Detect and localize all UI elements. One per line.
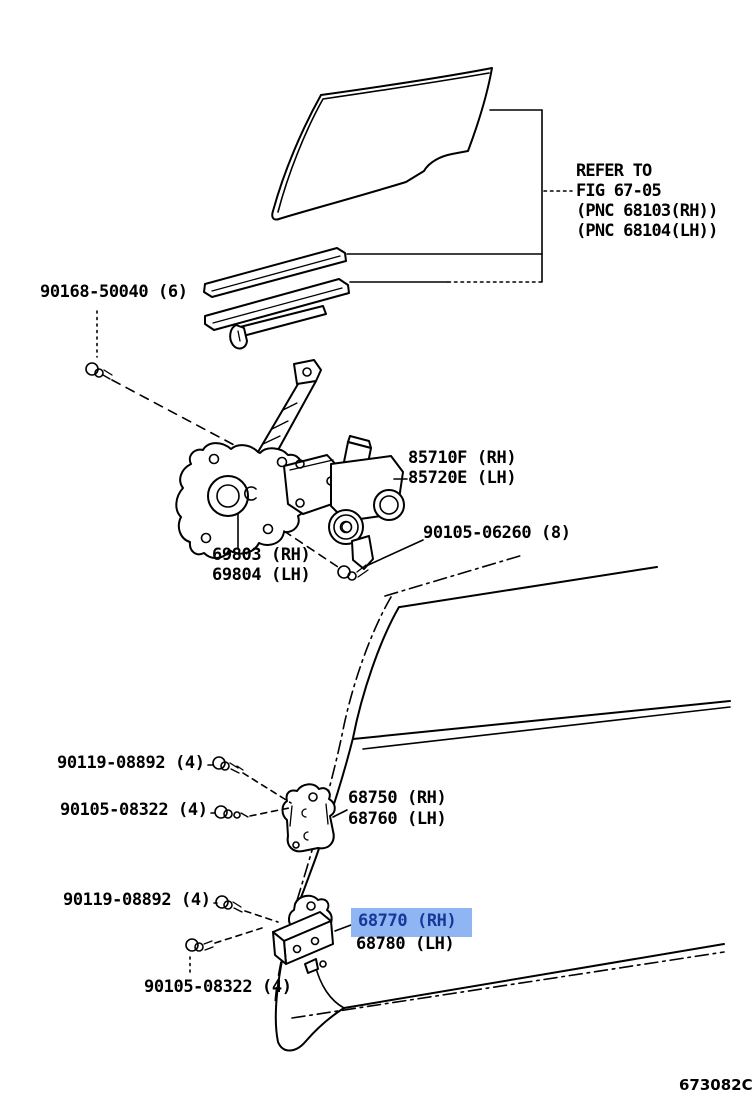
part-label-85710F[interactable]: 85710F (RH) — [408, 448, 517, 468]
bolt-icon-upper-a — [207, 756, 292, 804]
part-label-69803[interactable]: 69803 (RH) — [212, 545, 311, 565]
part-label-68770-highlight — [351, 908, 472, 937]
window-motor-drawing — [328, 435, 408, 570]
window-regulator-drawing — [175, 359, 344, 559]
diagram-code: 673082C — [679, 1076, 753, 1094]
refer-note: REFER TO FIG 67-05 (PNC 68103(RH)) (PNC … — [576, 161, 718, 241]
bolt-icon-lower-b — [185, 927, 263, 977]
glass-run-strips-drawing — [203, 247, 350, 350]
part-label-90105-06260[interactable]: 90105-06260 (8) — [423, 523, 571, 543]
bolt-icon-upper-b — [210, 805, 290, 819]
part-label-90105-08322-lower[interactable]: 90105-08322 (4) — [144, 977, 292, 997]
part-label-68780[interactable]: 68780 (LH) — [356, 934, 455, 954]
part-label-85720E[interactable]: 85720E (LH) — [408, 468, 517, 488]
lower-hinge-drawing — [272, 894, 352, 974]
part-label-90119-08892-upper[interactable]: 90119-08892 (4) — [57, 753, 205, 773]
upper-hinge-drawing — [281, 783, 348, 853]
part-label-90168-50040[interactable]: 90168-50040 (6) — [40, 282, 188, 302]
door-glass-drawing — [271, 67, 493, 221]
refer-note-line3: (PNC 68103(RH)) — [576, 201, 718, 221]
part-label-68750[interactable]: 68750 (RH) — [348, 788, 447, 808]
refer-note-line1: REFER TO — [576, 161, 652, 181]
part-label-90119-08892-lower[interactable]: 90119-08892 (4) — [63, 890, 211, 910]
part-label-69804[interactable]: 69804 (LH) — [212, 565, 311, 585]
refer-note-line4: (PNC 68104(LH)) — [576, 221, 718, 241]
part-label-90105-08322-upper[interactable]: 90105-08322 (4) — [60, 800, 208, 820]
clip-screw-icon — [85, 310, 237, 447]
part-label-68760[interactable]: 68760 (LH) — [348, 809, 447, 829]
motor-screw-icon — [283, 530, 424, 581]
door-panel-drawing — [274, 554, 731, 1052]
refer-leader-bracket — [346, 109, 573, 283]
bolt-icon-lower-a — [213, 895, 279, 923]
part-label-68770[interactable]: 68770 (RH) — [358, 911, 457, 931]
refer-note-line2: FIG 67-05 — [576, 181, 662, 201]
